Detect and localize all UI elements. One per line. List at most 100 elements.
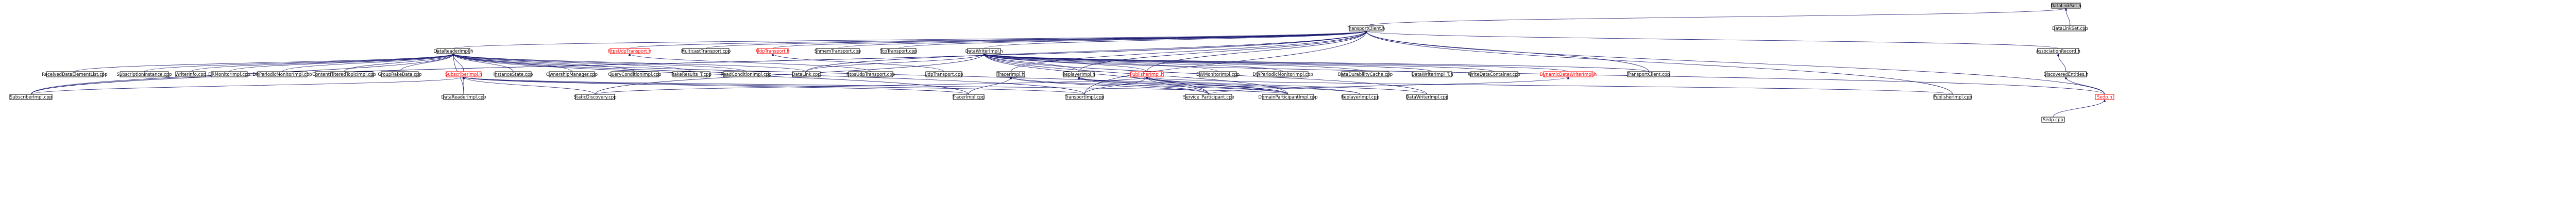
svg-text:SubscriberImpl.h: SubscriberImpl.h — [445, 72, 482, 77]
edge-subscriberimpl-h-tracerimpl-cpp — [462, 76, 969, 95]
edge-rtpsudptransport-h-rtpsudptransport-cpp — [628, 53, 871, 72]
node-queryconditionimpl-cpp[interactable]: QueryConditionImpl.cpp — [608, 71, 662, 77]
node-transportclient-h[interactable]: TransportClient.h — [1347, 25, 1385, 31]
node-publisherimpl-cpp[interactable]: PublisherImpl.cpp — [1933, 94, 1972, 100]
node-dwmonitorimpl-cpp[interactable]: DWMonitorImpl.cpp — [1196, 71, 1240, 77]
node-tcptransport-cpp[interactable]: TcpTransport.cpp — [879, 48, 917, 54]
node-drmonitorimpl-cpp[interactable]: DRMonitorImpl.cpp — [208, 71, 250, 77]
node-associationrecord-h[interactable]: AssociationRecord.h — [2036, 48, 2080, 54]
node-subscriberimpl-h[interactable]: SubscriberImpl.h — [445, 71, 482, 77]
svg-text:RtpsUdpTransport.cpp: RtpsUdpTransport.cpp — [846, 72, 895, 77]
node-dwperiodicmonitorimpl-cpp[interactable]: DWPeriodicMonitorImpl.cpp — [1252, 71, 1313, 77]
svg-text:TransportClient.cpp: TransportClient.cpp — [1627, 72, 1670, 77]
edge-transportclient-h-subscriberimpl-cpp — [30, 30, 1368, 95]
node-sedp-h[interactable]: Sedp.h — [2095, 94, 2114, 100]
node-subscriberimpl-cpp[interactable]: SubscriberImpl.cpp — [9, 94, 53, 100]
node-datawriterimpl-t-h[interactable]: DataWriterImpl_T.h — [1411, 71, 1453, 77]
node-instancestate-cpp[interactable]: InstanceState.cpp — [494, 71, 533, 77]
svg-text:DiscoveredEntities.h: DiscoveredEntities.h — [2043, 72, 2088, 77]
node-sedp-cpp[interactable]: Sedp.cpp — [2041, 117, 2065, 123]
edge-datareaderimpl-h-rakeresults-t-cpp — [452, 53, 692, 72]
node-service-participant-cpp[interactable]: Service_Participant.cpp — [1183, 94, 1234, 100]
edge-sedp-h-sedp-cpp — [2053, 99, 2106, 118]
node-replayerimpl-cpp[interactable]: ReplayerImpl.cpp — [1341, 94, 1379, 100]
edge-discoveredentities-h-sedp-h — [2064, 76, 2105, 95]
svg-text:ReadConditionImpl.cpp: ReadConditionImpl.cpp — [721, 72, 772, 77]
node-discoveredentities-h[interactable]: DiscoveredEntities.h — [2043, 71, 2089, 77]
svg-text:UdpTransport.h: UdpTransport.h — [756, 49, 790, 54]
node-transportclient-cpp[interactable]: TransportClient.cpp — [1627, 71, 1670, 77]
edge-replayerimpl-h-service-participant-cpp — [1077, 76, 1209, 95]
node-rakeresults-t-cpp[interactable]: RakeResults_T.cpp — [671, 71, 711, 77]
edge-udptransport-h-udptransport-cpp — [771, 53, 944, 72]
node-tracerimpl-h[interactable]: TracerImpl.h — [996, 71, 1025, 77]
svg-text:Sedp.h: Sedp.h — [2097, 95, 2112, 100]
node-rtpsudptransport-cpp[interactable]: RtpsUdpTransport.cpp — [846, 71, 895, 77]
node-datareaderimpl-cpp[interactable]: DataReaderImpl.cpp — [441, 94, 486, 100]
svg-text:DataLinkSet.cpp: DataLinkSet.cpp — [2052, 26, 2088, 31]
edge-transportclient-h-transportimpl-cpp — [1084, 30, 1368, 95]
svg-text:PublisherImpl.cpp: PublisherImpl.cpp — [1933, 95, 1972, 100]
svg-text:TcpTransport.cpp: TcpTransport.cpp — [879, 49, 917, 54]
edge-publisherimpl-h-datawriterimpl-cpp — [1145, 76, 1428, 95]
node-udptransport-h[interactable]: UdpTransport.h — [756, 48, 790, 54]
node-datawriterimpl-cpp[interactable]: DataWriterImpl.cpp — [1406, 94, 1449, 100]
node-transportimpl-cpp[interactable]: TransportImpl.cpp — [1064, 94, 1105, 100]
svg-text:Service_Participant.cpp: Service_Participant.cpp — [1183, 95, 1234, 100]
edge-datareaderimpl-h-writerinfo-cpp — [190, 53, 455, 72]
edge-datawriterimpl-h-publisherimpl-h — [982, 53, 1147, 72]
node-ownershipmanager-cpp[interactable]: OwnershipManager.cpp — [546, 71, 598, 77]
node-writedatacontainer-cpp[interactable]: WriteDataContainer.cpp — [1468, 71, 1520, 77]
node-publisherimpl-h[interactable]: PublisherImpl.h — [1130, 71, 1164, 77]
edge-publisherimpl-h-service-participant-cpp — [1145, 76, 1209, 95]
node-replayerimpl-h[interactable]: ReplayerImpl.h — [1062, 71, 1095, 77]
node-multicasttransport-cpp[interactable]: MulticastTransport.cpp — [681, 48, 731, 54]
edge-datareaderimpl-h-queryconditionimpl-cpp — [452, 53, 635, 72]
svg-text:TracerImpl.h: TracerImpl.h — [997, 72, 1025, 77]
edge-transportclient-h-sedp-h — [1365, 30, 2105, 95]
node-datalink-cpp[interactable]: DataLink.cpp — [792, 71, 821, 77]
node-datareaderimpl-h[interactable]: DataReaderImpl.h — [433, 48, 473, 54]
edge-transportclient-h-datawriterimpl-h — [984, 30, 1368, 49]
edge-datareaderimpl-h-drperiodicmonitorimpl-cpp — [282, 53, 455, 72]
svg-text:SubscriptionInstance.cpp: SubscriptionInstance.cpp — [116, 72, 172, 77]
node-datawriterimpl-h[interactable]: DataWriterImpl.h — [965, 48, 1003, 54]
svg-text:InstanceState.cpp: InstanceState.cpp — [494, 72, 533, 77]
edge-datareaderimpl-h-instancestate-cpp — [452, 53, 514, 72]
node-contentfilteredtopicimpl-cpp[interactable]: ContentFilteredTopicImpl.cpp — [312, 71, 376, 77]
svg-text:DataLink.cpp: DataLink.cpp — [792, 72, 821, 77]
edge-datareaderimpl-h-readconditionimpl-cpp — [452, 53, 747, 72]
node-datadurabilitycache-cpp[interactable]: DataDurabilityCache.cpp — [1338, 71, 1393, 77]
node-layer: DataLinkSet.h DataLinkSet.cpp TransportC… — [9, 3, 2114, 123]
node-dynamicdatawriterimpl-h[interactable]: DynamicDataWriterImpl.h — [1540, 71, 1597, 77]
node-readconditionimpl-cpp[interactable]: ReadConditionImpl.cpp — [721, 71, 772, 77]
node-rtpsudptransport-h[interactable]: RtpsUdpTransport.h — [608, 48, 651, 54]
node-datalinkset-cpp[interactable]: DataLinkSet.cpp — [2052, 25, 2088, 31]
node-datalinkset-h[interactable]: DataLinkSet.h — [2050, 3, 2081, 9]
node-shmemtransport-cpp[interactable]: ShmemTransport.cpp — [815, 48, 861, 54]
node-tracerimpl-cpp[interactable]: TracerImpl.cpp — [952, 94, 985, 100]
svg-text:WriterInfo.cpp: WriterInfo.cpp — [175, 72, 206, 77]
node-udptransport-cpp[interactable]: UdpTransport.cpp — [924, 71, 963, 77]
svg-text:MulticastTransport.cpp: MulticastTransport.cpp — [681, 49, 731, 54]
node-staticdiscovery-cpp[interactable]: StaticDiscovery.cpp — [573, 94, 617, 100]
node-receiveddataelementlist-cpp[interactable]: ReceivedDataElementList.cpp — [42, 71, 108, 77]
edge-publisherimpl-h-replayerimpl-cpp — [1145, 76, 1361, 95]
edge-tracerimpl-h-tracerimpl-cpp — [968, 76, 1012, 95]
edge-datawriterimpl-h-datadurabilitycache-cpp — [982, 53, 1366, 72]
node-grouprakedata-cpp[interactable]: GroupRakeData.cpp — [378, 71, 422, 77]
svg-text:DataWriterImpl.cpp: DataWriterImpl.cpp — [1406, 95, 1449, 100]
svg-text:ReceivedDataElementList.cpp: ReceivedDataElementList.cpp — [42, 72, 107, 77]
svg-text:AssociationRecord.h: AssociationRecord.h — [2036, 49, 2080, 54]
node-drperiodicmonitorimpl-cpp[interactable]: DRPeriodicMonitorImpl.cpp — [252, 71, 312, 77]
edge-datareaderimpl-h-drmonitorimpl-cpp — [229, 53, 455, 72]
edge-associationrecord-h-discoveredentities-h — [2057, 53, 2066, 72]
edge-layer — [30, 8, 2106, 118]
svg-text:Sedp.cpp: Sedp.cpp — [2043, 118, 2063, 123]
edge-datalinkset-h-datalinkset-cpp — [2064, 8, 2071, 26]
node-subscriptioninstance-cpp[interactable]: SubscriptionInstance.cpp — [116, 71, 172, 77]
node-domainparticipantimpl-cpp[interactable]: DomainParticipantImpl.cpp — [1258, 94, 1318, 100]
edge-datareaderimpl-h-subscriptioninstance-cpp — [144, 53, 455, 72]
node-writerinfo-cpp[interactable]: WriterInfo.cpp — [175, 71, 206, 77]
svg-text:ContentFilteredTopicImpl.cpp: ContentFilteredTopicImpl.cpp — [312, 72, 376, 77]
